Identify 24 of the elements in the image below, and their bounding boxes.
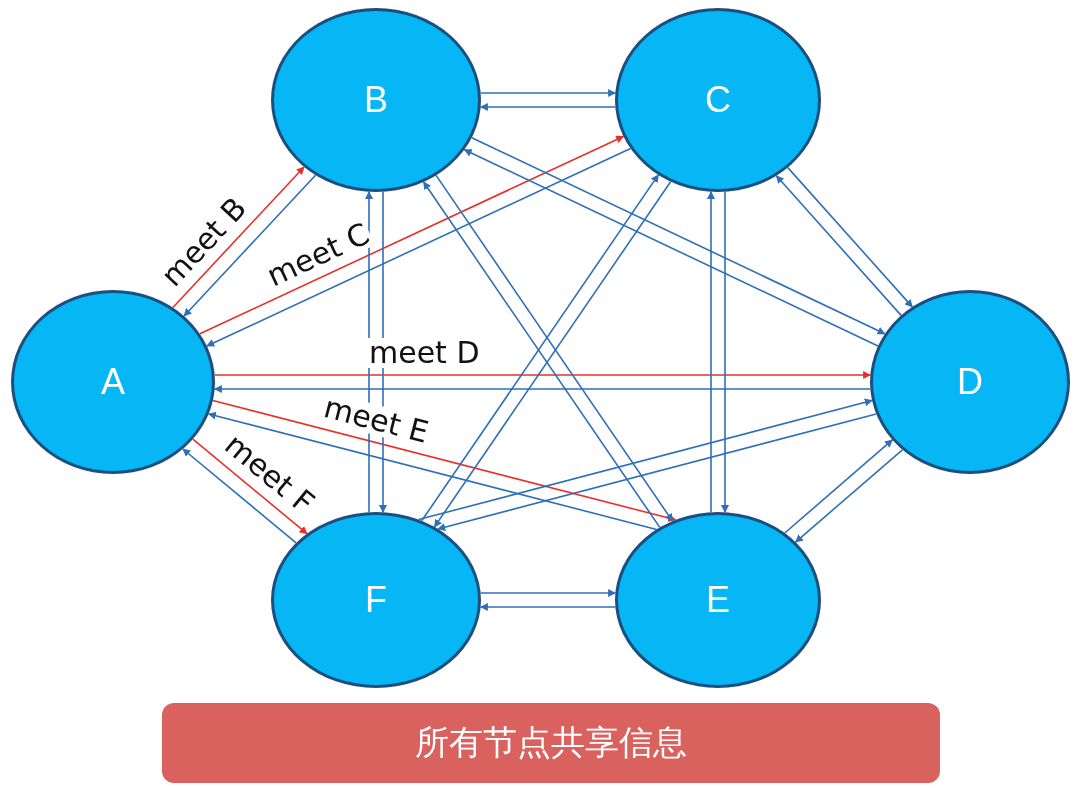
arrow [437,413,877,532]
caption-banner [162,703,940,783]
node-label: C [705,79,731,121]
node-label: E [706,579,730,621]
node-label: B [364,79,388,121]
arrow [213,385,872,393]
arrow [479,89,617,97]
arrow [479,603,617,611]
arrow [479,103,617,111]
node-label: F [365,579,387,621]
arrow [172,166,305,309]
arrow [775,175,902,317]
node-label: D [957,361,983,403]
arrow [794,449,904,543]
node-label: 所有节点共享信息 [415,721,687,764]
arrow [479,589,617,597]
arrow [787,166,914,308]
arrow [182,448,297,544]
arrow [721,191,729,513]
arrow [707,191,715,513]
arrow [192,438,308,535]
node-label: A [101,361,125,403]
arrow [784,439,894,534]
arrow [213,371,872,379]
